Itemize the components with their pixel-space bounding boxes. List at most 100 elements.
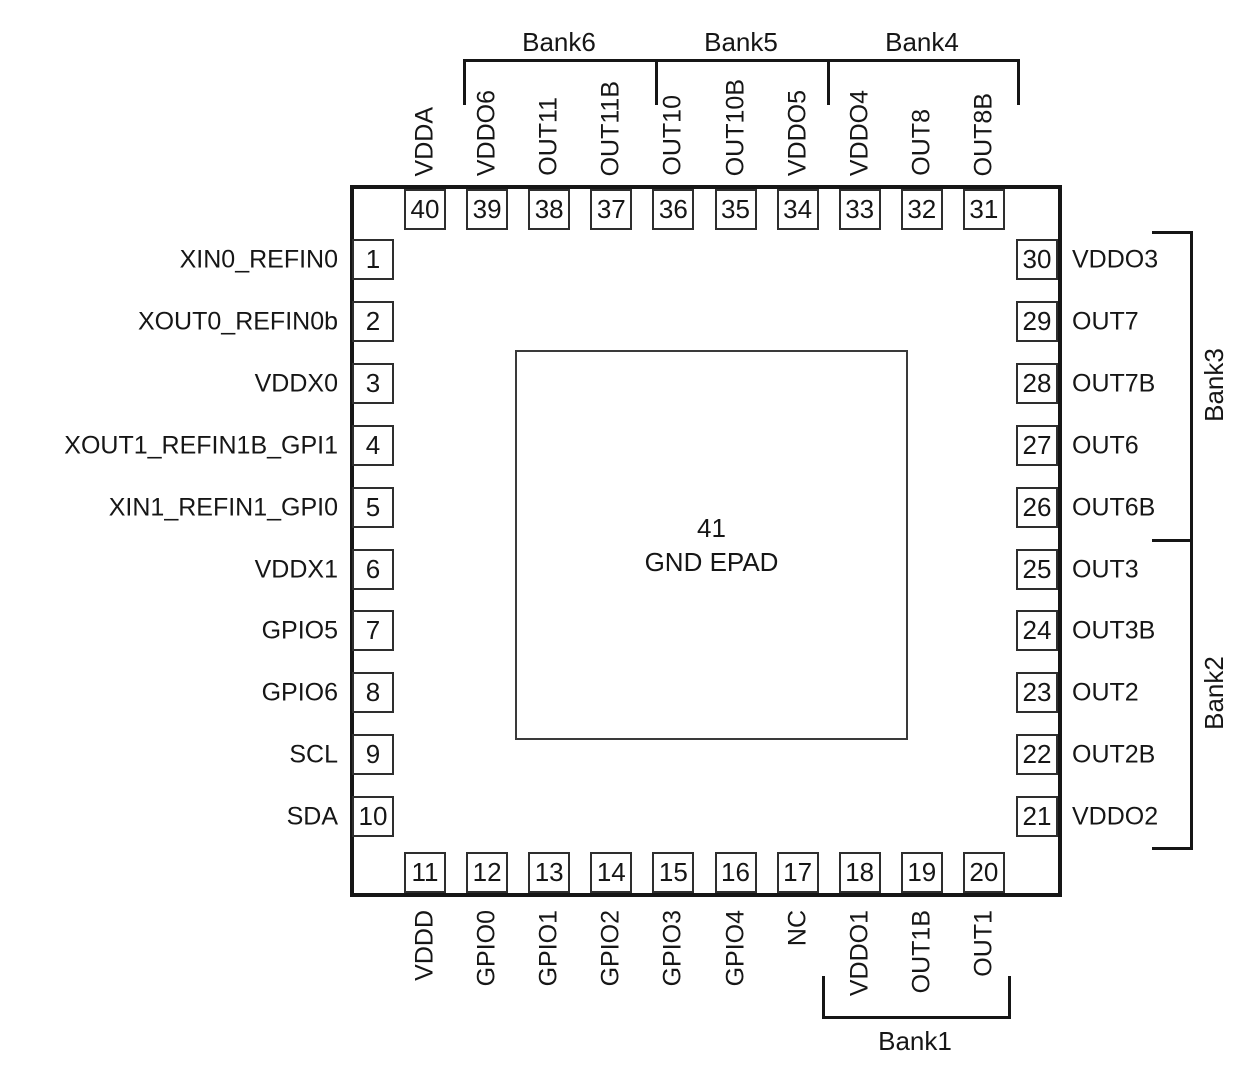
pin-5-box: 5 [352, 486, 394, 528]
pin-14-box: 14 [590, 852, 633, 893]
pin-33-box: 33 [838, 189, 881, 230]
pin-40-label: VDDA [410, 106, 439, 176]
pin-36-box: 36 [652, 189, 695, 230]
epad-label: GND EPAD [644, 547, 779, 577]
pin-14-label: GPIO2 [596, 910, 625, 987]
bank-bank3-tick-0 [1152, 231, 1193, 234]
epad-text: 41 GND EPAD [645, 511, 779, 579]
pin-22-label: OUT2B [1072, 740, 1156, 769]
pin-18-box: 18 [838, 852, 881, 893]
chip-outline [350, 185, 1062, 897]
pin-20-label: OUT1 [969, 910, 998, 977]
pin-29-box: 29 [1016, 300, 1058, 342]
pin-28-label: OUT7B [1072, 369, 1156, 398]
pin-17-label: NC [783, 910, 812, 947]
bank-bank1-tick-0 [822, 976, 825, 1019]
pin-39-label: VDDO6 [472, 89, 501, 176]
pin-12-label: GPIO0 [472, 910, 501, 987]
pin-10-box: 10 [352, 796, 394, 838]
bank-bank6-tick-0 [463, 59, 466, 105]
bank-bank5-tick-0 [655, 59, 658, 105]
pin-8-box: 8 [352, 672, 394, 714]
bank-bank4-tick-1 [1017, 59, 1020, 105]
pin-30-box: 30 [1016, 239, 1058, 280]
bank-bank1-tick-1 [1008, 976, 1011, 1019]
pin-31-box: 31 [962, 189, 1005, 230]
bank-bank6-label: Bank6 [522, 27, 596, 57]
pin-27-label: OUT6 [1072, 431, 1139, 460]
pin-11-box: 11 [404, 852, 446, 893]
bank-bank1-label: Bank1 [878, 1026, 952, 1056]
pin-34-box: 34 [776, 189, 819, 230]
bank-bank4-line [827, 59, 1020, 62]
pin-30-label: VDDO3 [1072, 245, 1159, 274]
pin-31-label: OUT8B [969, 92, 998, 176]
pin-2-label: XOUT0_REFIN0b [137, 307, 338, 336]
pin-19-box: 19 [900, 852, 943, 893]
pin-19-label: OUT1B [907, 910, 936, 994]
pin-21-label: VDDO2 [1072, 802, 1159, 831]
pin-9-box: 9 [352, 734, 394, 776]
pin-1-box: 1 [352, 239, 394, 280]
pin-20-box: 20 [962, 852, 1005, 893]
bank-bank1-line [822, 1016, 1011, 1019]
pin-16-box: 16 [714, 852, 757, 893]
pin-38-box: 38 [528, 189, 571, 230]
pin-23-box: 23 [1016, 672, 1058, 714]
pin-3-label: VDDX0 [254, 369, 338, 398]
pin-21-box: 21 [1016, 796, 1058, 838]
pin-9-label: SCL [289, 740, 338, 769]
pin-29-label: OUT7 [1072, 307, 1139, 336]
pin-13-label: GPIO1 [534, 910, 563, 987]
pin-4-label: XOUT1_REFIN1B_GPI1 [64, 431, 338, 460]
pin-17-box: 17 [776, 852, 819, 893]
pin-18-label: VDDO1 [845, 910, 874, 997]
pin-13-box: 13 [528, 852, 571, 893]
pin-24-label: OUT3B [1072, 616, 1156, 645]
pin-25-box: 25 [1016, 548, 1058, 590]
pin-16-label: GPIO4 [721, 910, 749, 987]
pin-27-box: 27 [1016, 424, 1058, 466]
pin-8-label: GPIO6 [261, 678, 338, 707]
bank-bank3-line [1190, 231, 1193, 542]
pin-26-label: OUT6B [1072, 493, 1156, 522]
pin-37-label: OUT11B [596, 80, 625, 176]
pin-35-label: OUT10B [721, 78, 749, 176]
pin-32-label: OUT8 [907, 109, 936, 176]
pin-32-box: 32 [900, 189, 943, 230]
pin-26-box: 26 [1016, 486, 1058, 528]
pin-37-box: 37 [590, 189, 633, 230]
pin-38-label: OUT11 [534, 97, 563, 176]
pin-4-box: 4 [352, 424, 394, 466]
pin-34-label: VDDO5 [783, 89, 812, 176]
bank-bank3-label: Bank3 [1199, 348, 1229, 422]
pin-22-box: 22 [1016, 734, 1058, 776]
pin-2-box: 2 [352, 300, 394, 342]
pin-12-box: 12 [466, 852, 509, 893]
bank-bank5-label: Bank5 [704, 27, 778, 57]
bank-bank4-label: Bank4 [885, 27, 959, 57]
pin-7-box: 7 [352, 610, 394, 652]
pin-10-label: SDA [286, 802, 338, 831]
bank-bank4-tick-0 [827, 59, 830, 105]
epad-pin-number: 41 [697, 513, 726, 543]
bank-bank5-line [655, 59, 830, 62]
pin-39-box: 39 [466, 189, 509, 230]
pin-5-label: XIN1_REFIN1_GPI0 [108, 493, 338, 522]
pin-25-label: OUT3 [1072, 555, 1139, 583]
pin-40-box: 40 [404, 189, 446, 230]
pin-1-label: XIN0_REFIN0 [179, 245, 338, 274]
gnd-epad: 41 GND EPAD [515, 350, 908, 740]
pin-6-box: 6 [352, 548, 394, 590]
bank-bank2-line [1190, 539, 1193, 850]
bank-bank6-line [463, 59, 658, 62]
bank-bank2-tick-1 [1152, 847, 1193, 850]
pin-24-box: 24 [1016, 610, 1058, 652]
bank-bank2-tick-0 [1152, 539, 1193, 542]
pin-15-label: GPIO3 [658, 910, 687, 987]
pin-15-box: 15 [652, 852, 695, 893]
pin-23-label: OUT2 [1072, 678, 1139, 707]
bank-bank2-label: Bank2 [1199, 656, 1229, 730]
pin-28-box: 28 [1016, 362, 1058, 404]
